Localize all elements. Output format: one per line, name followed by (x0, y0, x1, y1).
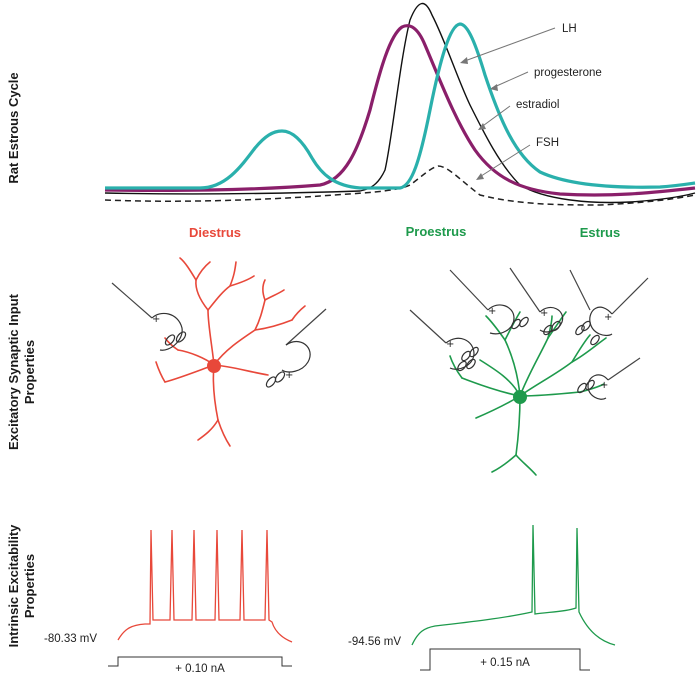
proestrus-rmp-label: -94.56 mV (348, 636, 401, 648)
estradiol-pointer (479, 105, 511, 129)
proestrus-plus-5: + (600, 380, 608, 391)
diestrus-firing-trace (117, 529, 293, 643)
estradiol-label: estradiol (516, 99, 559, 111)
proestrus-plus-2: + (488, 306, 496, 317)
progesterone-curve (105, 22, 696, 190)
synaptic-label-line1: Excitatory Synaptic Input (6, 293, 21, 450)
progesterone-arrowhead (490, 84, 498, 91)
proestrus-plus-1: + (446, 339, 454, 350)
excitability-label-line1: Intrinsic Excitability (6, 524, 21, 648)
lh-pointer (461, 27, 556, 63)
row-label-estrous-cycle: Rat Estrous Cycle (6, 72, 21, 183)
proestrus-neuron (449, 311, 607, 476)
diestrus-plus-2: + (285, 370, 293, 381)
hormone-curves (104, 2, 696, 206)
diestrus-current-step (108, 656, 292, 667)
excitability-label-line2: Properties (22, 554, 37, 618)
diestrus-synapses (111, 282, 327, 388)
diestrus-neuron (155, 257, 306, 447)
progesterone-label: progesterone (534, 67, 602, 79)
fsh-arrowhead (476, 173, 484, 180)
proestrus-current-step (420, 648, 590, 671)
fsh-label: FSH (536, 137, 559, 149)
diestrus-soma (207, 359, 221, 373)
proestrus-current-label: + 0.15 nA (480, 657, 530, 669)
diestrus-rmp-label: -80.33 mV (44, 633, 97, 645)
synaptic-label-line2: Properties (22, 340, 37, 404)
lh-arrowhead (460, 57, 468, 64)
row-label-excitability: Intrinsic Excitability Properties (6, 524, 37, 648)
diestrus-current-label: + 0.10 nA (175, 663, 225, 675)
estradiol-curve (104, 24, 696, 197)
fsh-pointer (477, 144, 531, 179)
progesterone-pointer (491, 71, 529, 89)
lh-curve (104, 2, 696, 204)
estradiol-arrowhead (478, 123, 486, 130)
proestrus-firing-trace (411, 524, 616, 646)
proestrus-synapses (409, 267, 649, 400)
lh-label: LH (562, 23, 577, 35)
fsh-curve (104, 165, 696, 206)
proestrus-plus-4: + (604, 312, 612, 323)
phase-label-proestrus: Proestrus (406, 224, 467, 239)
row-label-synaptic: Excitatory Synaptic Input Properties (6, 293, 37, 450)
hormone-annotations: LH progesterone estradiol FSH (460, 23, 602, 180)
proestrus-soma (513, 390, 527, 404)
proestrus-plus-3: + (540, 308, 548, 319)
phase-label-estrus: Estrus (580, 225, 620, 240)
phase-label-diestrus: Diestrus (189, 225, 241, 240)
diestrus-plus-1: + (152, 314, 160, 325)
